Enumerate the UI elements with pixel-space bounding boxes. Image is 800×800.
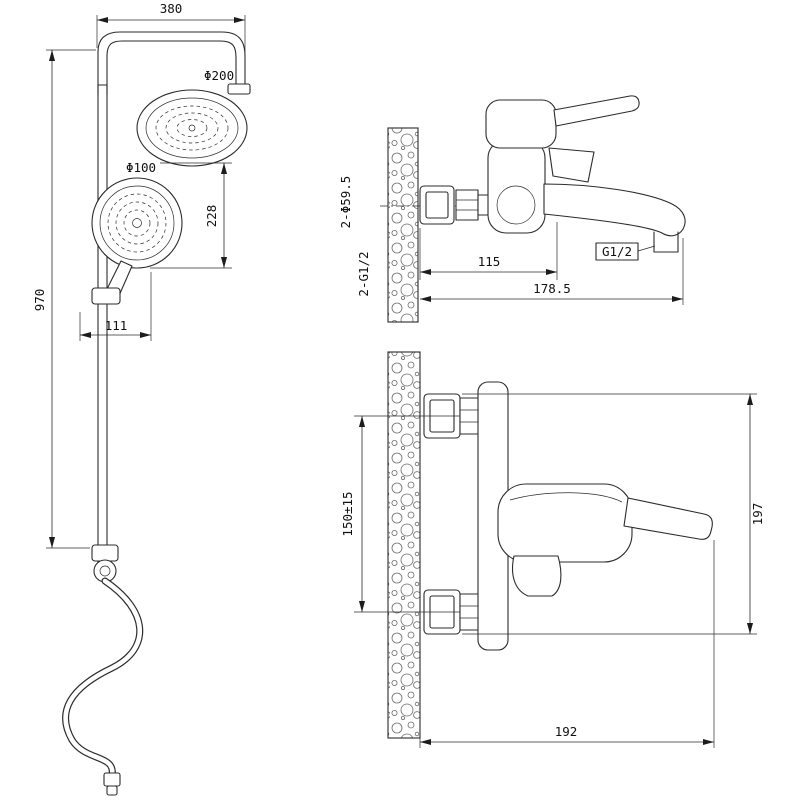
outlet-thread-label: G1/2	[602, 244, 632, 259]
mixer-front-dimensions: 150±15 197 192	[340, 393, 765, 748]
hose-end-fitting	[103, 772, 121, 787]
upper-hex-nut	[459, 397, 481, 435]
dim-wall-to-handle: 115	[478, 254, 501, 269]
slider-bracket	[91, 287, 121, 305]
dim-arm-width: 380	[160, 1, 183, 16]
dim-bracket-offset: 111	[105, 318, 128, 333]
shower-riser-bar	[97, 31, 251, 566]
dim-inlet-spacing: 150±15	[340, 491, 355, 536]
inlet-note-label: 2-G1/2	[356, 251, 371, 296]
shower-column-view: 380 970 228 111 Φ200 Φ100	[32, 1, 251, 796]
cartridge-cap	[485, 99, 557, 149]
shower-dimensions: 380 970 228 111 Φ200 Φ100	[32, 1, 246, 549]
lower-hex-nut	[459, 593, 481, 631]
ball-joint	[496, 185, 536, 225]
wall-section-front	[387, 351, 421, 739]
spout-side	[543, 183, 686, 253]
bottom-bracket	[91, 544, 119, 562]
outlet-thread-callout: G1/2	[595, 242, 656, 261]
mixer-body-side	[485, 95, 640, 234]
mounting-flange	[419, 185, 490, 225]
overhead-diameter-label: Φ200	[204, 68, 234, 83]
hand-shower	[91, 177, 183, 305]
spout-outlet	[653, 231, 679, 253]
mixer-side-dimensions: 115 178.5 2-Φ59.5 2-G1/2	[338, 176, 684, 305]
lever-handle	[553, 95, 640, 127]
mixer-front-view: 150±15 197 192	[340, 351, 765, 748]
spout-front	[511, 555, 562, 597]
overhead-shower	[136, 89, 248, 167]
hex-nut	[455, 189, 479, 221]
shower-hose-assembly	[62, 544, 144, 796]
dim-bar-height: 970	[32, 289, 47, 312]
dim-overall-height: 197	[750, 503, 765, 526]
dim-head-to-handshower: 228	[204, 205, 219, 228]
handshower-diameter-label: Φ100	[126, 160, 156, 175]
dim-spout-reach: 178.5	[533, 281, 571, 296]
wall-section	[387, 127, 419, 323]
mixer-body-front	[497, 483, 713, 597]
head-ball-joint	[227, 83, 251, 95]
dim-overall-width: 192	[555, 724, 578, 739]
flange-note-label: 2-Φ59.5	[338, 176, 353, 229]
mixer-side-view: G1/2 115 178.5 2-Φ59.5 2-G1/2	[338, 95, 686, 323]
lever-handle-front	[623, 497, 713, 540]
diverter-knob	[548, 147, 595, 183]
